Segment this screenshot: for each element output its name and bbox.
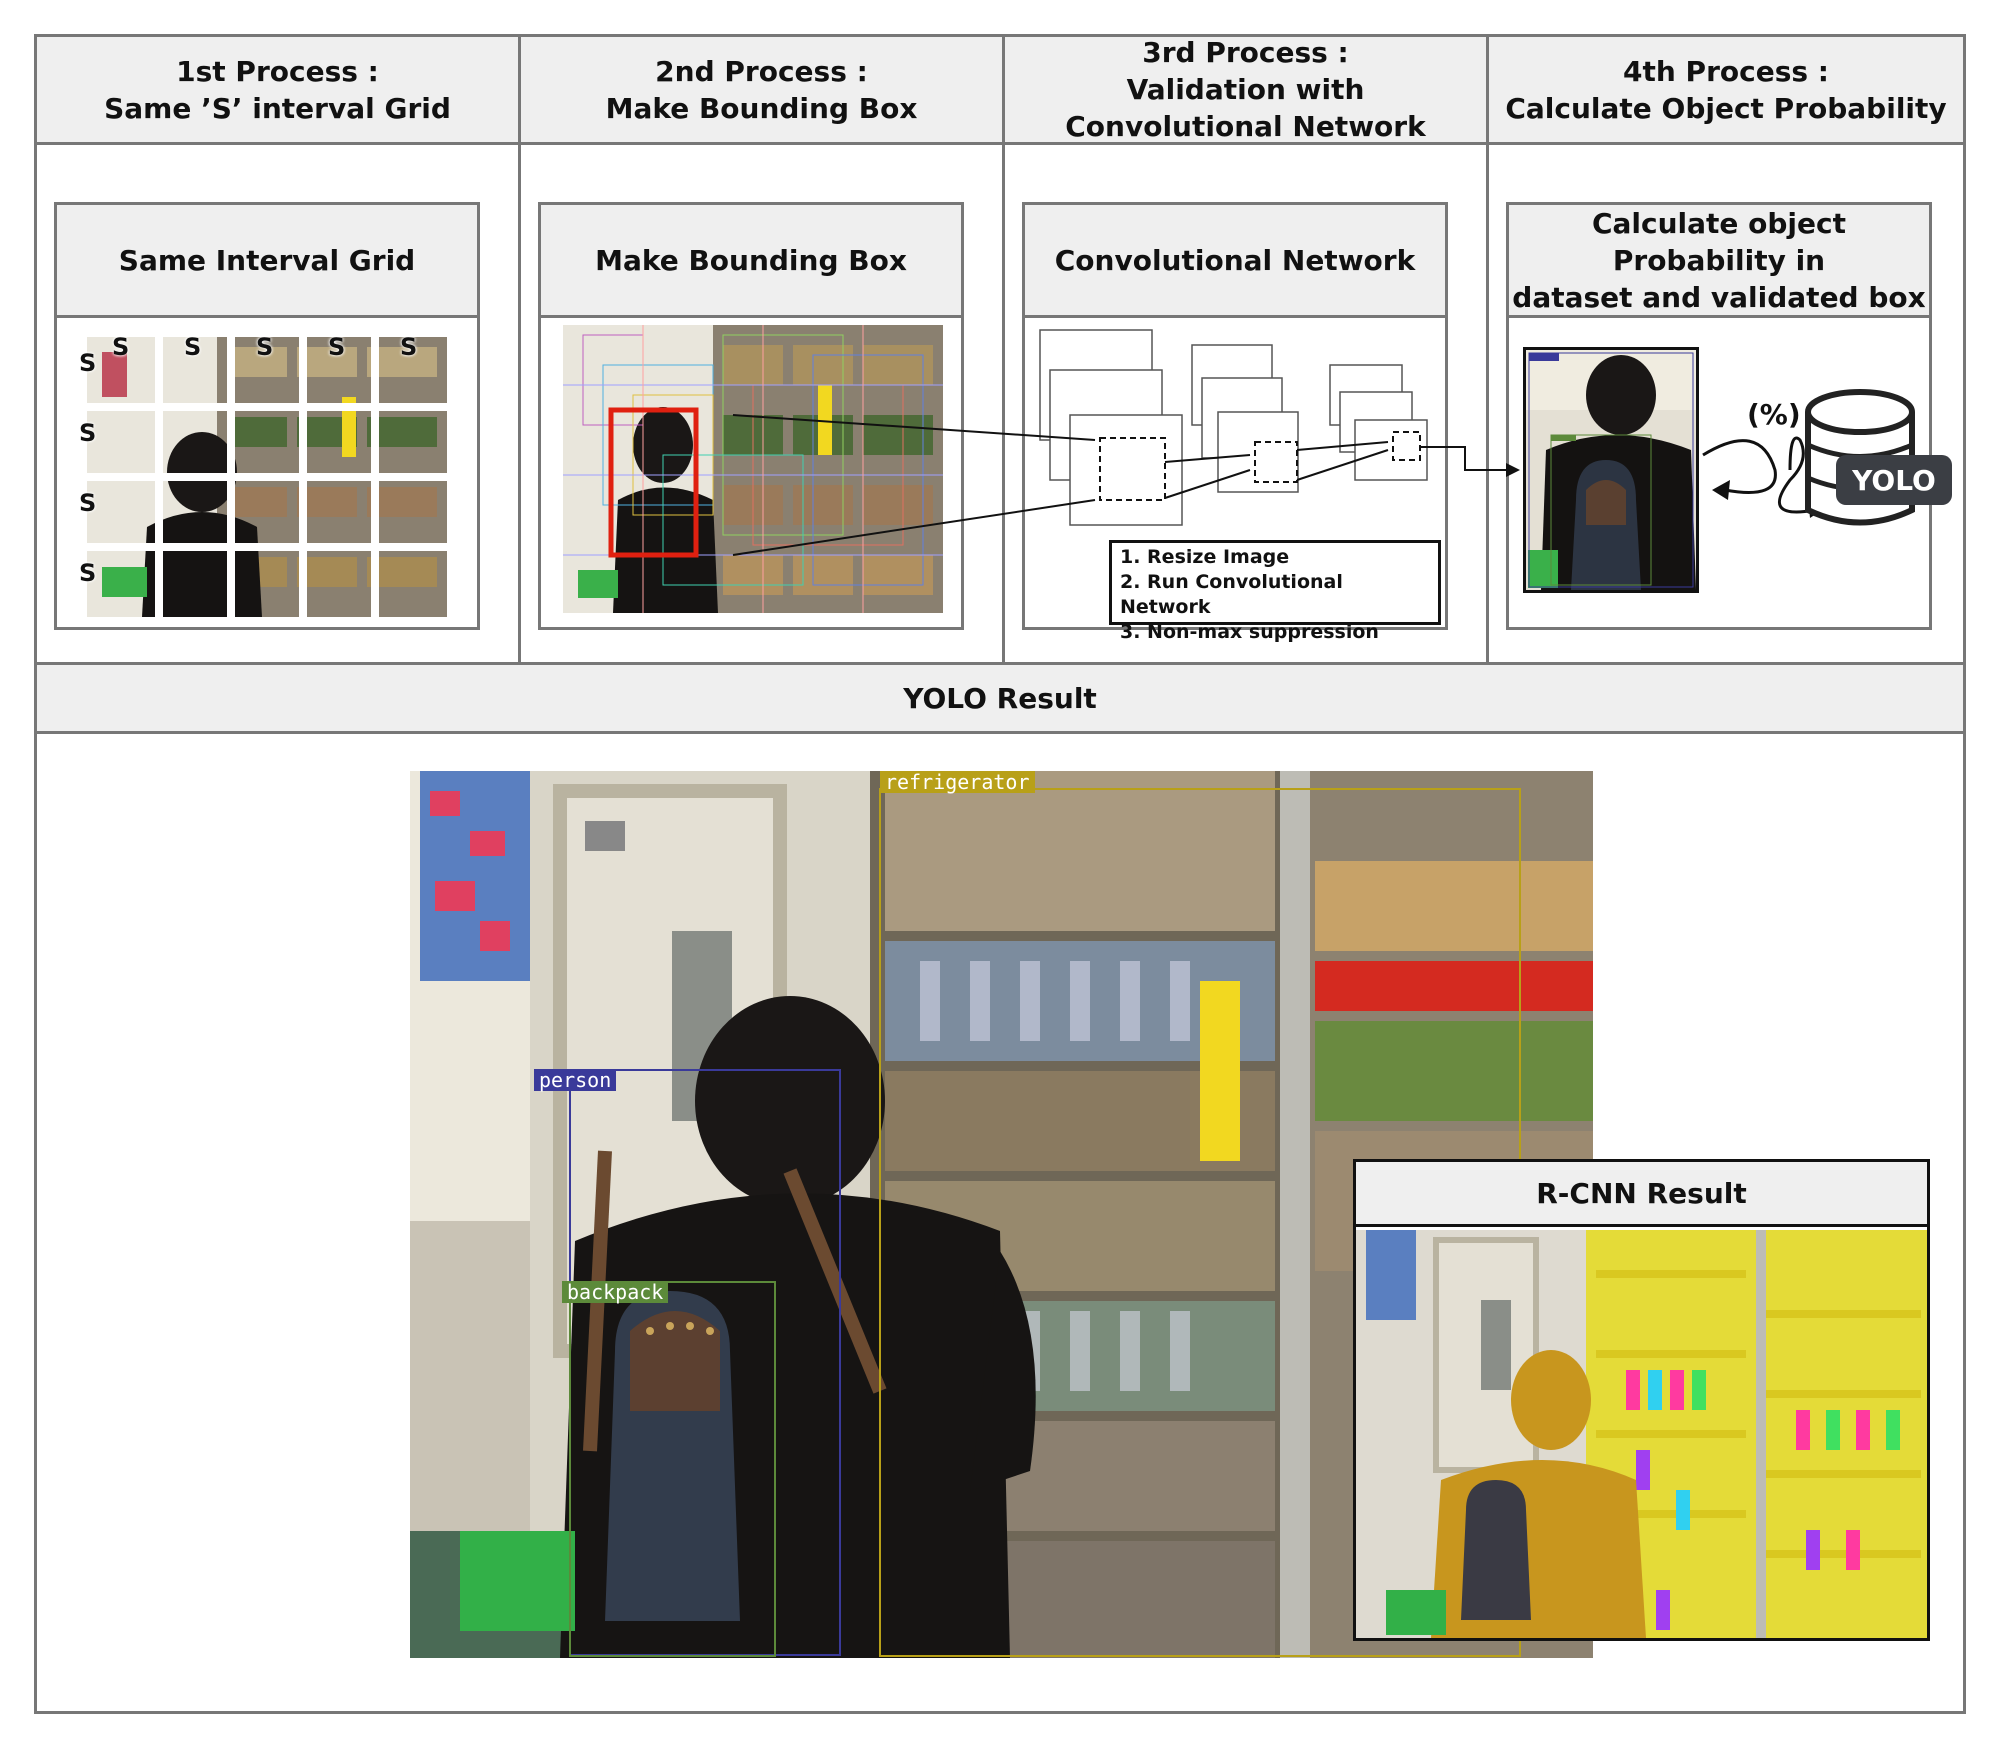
s-mark-left-1: S — [79, 349, 97, 377]
grid-panel: Same Interval Grid S S — [54, 202, 480, 630]
process-header-4: 4th Process :Calculate Object Probabilit… — [1489, 37, 1963, 142]
probability-arrows — [1702, 436, 1816, 514]
yolo-header-divider — [34, 731, 1966, 734]
bbox-panel: Make Bounding Box — [538, 202, 964, 630]
backpack-box — [569, 1281, 776, 1657]
process-header-2: 2nd Process :Make Bounding Box — [521, 37, 1002, 142]
cnn-steps-box: 1. Resize Image 2. Run Convolutional Net… — [1109, 540, 1441, 643]
cnn-step-1: 1. Resize Image — [1120, 546, 1290, 568]
process-row-divider — [34, 662, 1966, 665]
backpack-label: backpack — [562, 1281, 669, 1303]
refrigerator-label: refrigerator — [880, 771, 1035, 793]
s-mark-left-2: S — [79, 419, 97, 447]
cnn-step-2: 2. Run Convolutional Network — [1120, 571, 1343, 618]
grid-overlay — [87, 337, 447, 617]
s-mark-top-4: S — [328, 333, 346, 361]
process-header-1: 1st Process :Same ’S’ interval Grid — [37, 37, 518, 142]
grid-panel-title: Same Interval Grid — [57, 205, 477, 318]
cnn-arrows — [1164, 441, 1512, 499]
s-mark-top-1: S — [112, 333, 130, 361]
cnn-feature-maps — [1039, 329, 1428, 526]
validated-box-photo — [1523, 347, 1699, 593]
figure-frame — [34, 34, 1966, 1714]
grid-white-lines — [87, 337, 447, 617]
rcnn-result-title: R-CNN Result — [1356, 1162, 1927, 1227]
bbox-photo-art — [563, 325, 943, 613]
s-mark-top-3: S — [256, 333, 274, 361]
cnn-step-3: 3. Non-max suppression — [1120, 621, 1379, 643]
rcnn-result-photo — [1356, 1230, 1927, 1638]
bbox-to-cnn-lines — [732, 414, 1096, 556]
column-divider-3 — [1486, 34, 1489, 662]
rcnn-result-inset: R-CNN Result — [1353, 1159, 1930, 1641]
column-divider-1 — [518, 34, 521, 662]
yolo-database-icon — [1805, 389, 1952, 526]
s-mark-top-5: S — [400, 333, 418, 361]
header-divider — [34, 142, 1966, 145]
rcnn-photo-art — [1356, 1230, 1927, 1638]
yolo-db-label: YOLO — [1852, 463, 1936, 497]
validated-photo-art — [1526, 350, 1696, 590]
s-mark-top-2: S — [184, 333, 202, 361]
cnn-panel-title: Convolutional Network — [1025, 205, 1445, 318]
bbox-panel-title: Make Bounding Box — [541, 205, 961, 318]
s-mark-left-4: S — [79, 559, 97, 587]
bbox-store-photo — [563, 325, 943, 613]
cnn-output-arrowhead — [1506, 463, 1520, 477]
grid-store-photo — [87, 337, 447, 617]
selected-bounding-box — [608, 407, 699, 558]
person-label: person — [534, 1069, 617, 1091]
percent-label: (%) — [1747, 398, 1801, 431]
column-divider-2 — [1002, 34, 1005, 662]
s-mark-left-3: S — [79, 489, 97, 517]
yolo-result-header: YOLO Result — [37, 665, 1963, 731]
